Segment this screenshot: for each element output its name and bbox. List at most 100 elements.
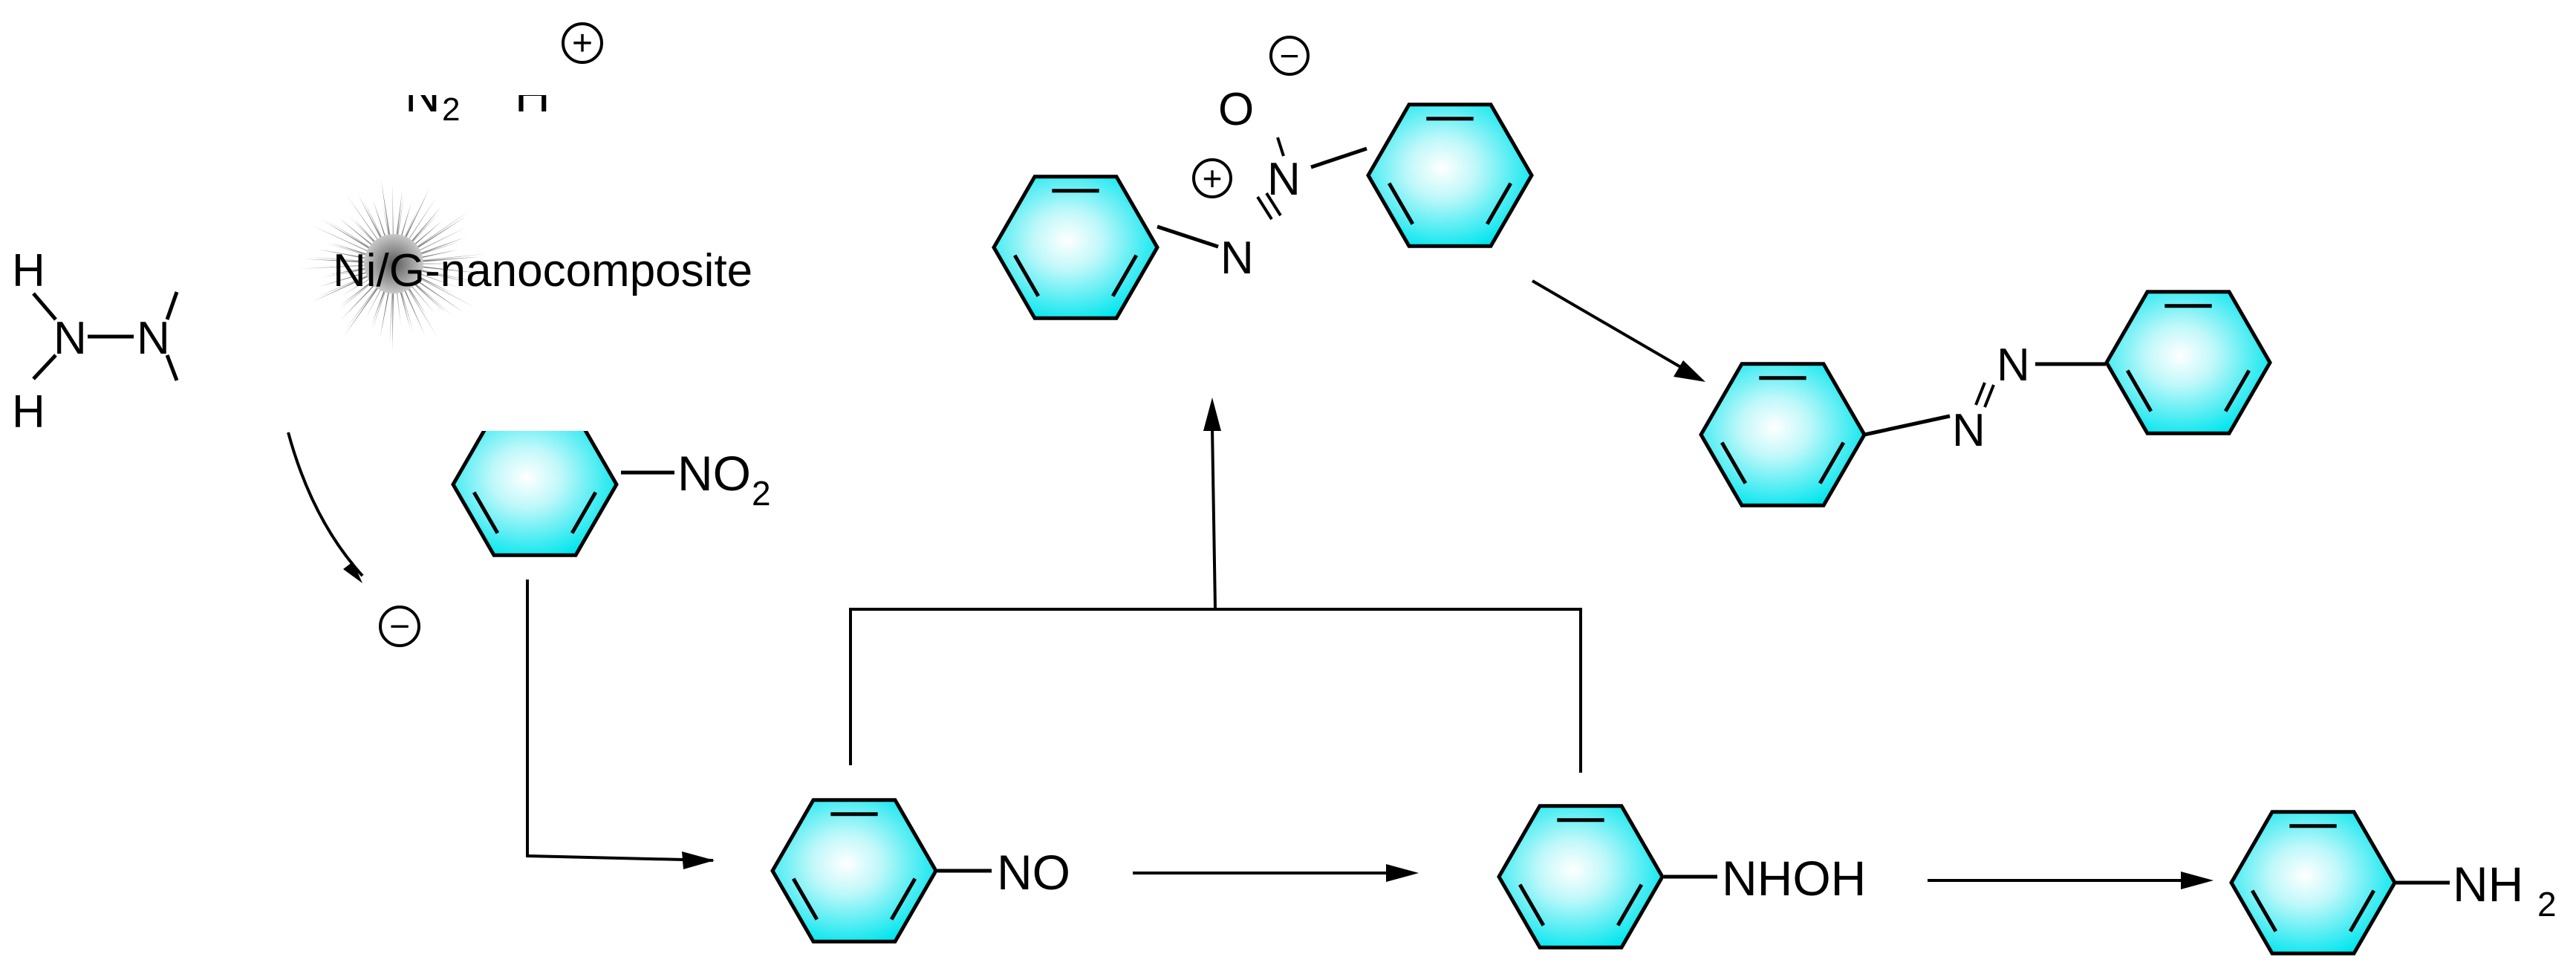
benzene-ring-outline: [451, 431, 619, 557]
hydrazine-n-left: N: [53, 313, 87, 364]
azoxy-to-azo-arrowhead: [1674, 360, 1705, 382]
nitro-group: NO: [677, 446, 751, 501]
nanoparticle-spike: [392, 276, 394, 351]
nanoparticle-spike: [322, 219, 383, 257]
double-bond-line: [2125, 369, 2153, 412]
azoxy-minus-circle: [1269, 36, 1310, 76]
double-bond-line: [1012, 254, 1041, 297]
azo-n1: N: [1952, 405, 1985, 456]
azoxy-n2: N: [1267, 154, 1301, 205]
aniline: [2229, 810, 2397, 955]
double-bond-line: [1518, 883, 1546, 927]
azoxy-plus-circle: [1192, 158, 1232, 198]
nitro-to-nitroso-arrowhead: [682, 851, 715, 869]
azoxy-minus: −: [1280, 36, 1300, 75]
nanoparticle-spike: [345, 194, 388, 253]
nanoparticle-spike: [406, 266, 476, 282]
double-bond-line: [1110, 254, 1139, 297]
benzene-ring-outline: [992, 175, 1159, 320]
nitrobenzene: NO 2: [451, 431, 771, 557]
electron-transfer-arrow: [287, 432, 364, 577]
condensation-arrow: [1211, 426, 1217, 610]
hydroxylamine-group: NHOH: [1722, 851, 1866, 906]
nanoparticle-spike: [403, 271, 464, 313]
hydrazine-h-top: H: [12, 245, 45, 296]
nanoparticle-spike: [316, 268, 383, 297]
benzene-ring-fill: [994, 176, 1157, 319]
nanoparticle-spike: [405, 227, 467, 259]
nanoparticle-spike: [312, 269, 383, 302]
catalyst-label: Ni/G-nanocomposite: [333, 245, 752, 296]
amine-group: NH: [2453, 857, 2523, 912]
plus-charge-circle: [562, 22, 603, 64]
azoxy-to-azo-arrow: [1531, 279, 1685, 370]
benzene-ring-fill: [453, 431, 617, 556]
hydrazine-h-bottom: H: [12, 386, 45, 438]
azo-n2: N: [1997, 340, 2030, 391]
double-bond-line: [2348, 889, 2376, 932]
electron-transfer-arrowhead: [343, 562, 362, 583]
double-bond-line: [472, 491, 500, 534]
double-bond-line: [889, 877, 917, 921]
benzene-ring-outline: [1497, 804, 1665, 950]
nanoparticle-spike: [345, 274, 387, 330]
nitrosobenzene: [770, 798, 938, 944]
nitroso-to-hydroxylamine-arrowhead: [1386, 864, 1419, 882]
benzene-ring-outline: [2229, 810, 2397, 955]
benzene-ring-outline: [1366, 103, 1534, 248]
hydroxylamine-to-aniline-arrowhead: [2181, 872, 2214, 889]
hydrazine-n-right: N: [137, 313, 170, 364]
nanoparticle-spike: [344, 274, 388, 336]
nitro-subscript: 2: [752, 474, 771, 513]
nanoparticle-spike: [299, 264, 381, 269]
nanoparticle-spike: [406, 256, 481, 264]
nitro-to-nitroso-arrow: [526, 580, 714, 862]
electron-charge: −: [389, 607, 410, 646]
nanoparticle-icon: [299, 179, 487, 351]
plus-charge: +: [572, 24, 593, 63]
nanoparticle-spike: [404, 270, 475, 308]
double-bond-line: [1387, 182, 1415, 225]
nanoparticle-spike: [311, 225, 383, 259]
nanoparticle-spike: [403, 215, 466, 257]
nanoparticle-core: [364, 234, 423, 293]
nitroso-group: NO: [997, 845, 1070, 900]
nanoparticle-spike: [310, 256, 381, 264]
double-bond-line: [2223, 369, 2251, 412]
azoxy-n1: N: [1220, 233, 1254, 284]
double-bond-line: [570, 491, 598, 534]
nanoparticle-spike: [399, 275, 438, 337]
azoxybenzene: N N O + −: [992, 36, 1534, 320]
nanoparticle-spike: [392, 184, 394, 251]
nanoparticle-spike: [305, 259, 381, 264]
phenylhydroxylamine: [1497, 804, 1665, 950]
benzene-ring-outline: [1699, 362, 1867, 507]
benzene-ring-fill: [2231, 811, 2395, 954]
double-bond-line: [1720, 441, 1748, 484]
condensation-bracket: [849, 608, 1582, 773]
nitrogen-symbol: N: [405, 67, 440, 122]
double-bond-line: [1616, 883, 1644, 927]
double-bond-line: [791, 877, 819, 921]
proton-symbol: H: [515, 67, 550, 122]
amine-subscript: 2: [2537, 885, 2557, 924]
azobenzene: N N: [1699, 290, 2272, 507]
double-bond-line: [2250, 889, 2278, 932]
benzene-ring-fill: [1368, 104, 1532, 247]
nanoparticle-spike: [406, 265, 484, 274]
nanoparticle-spike: [380, 179, 393, 251]
benzene-ring-fill: [1499, 805, 1662, 948]
benzene-ring-fill: [773, 799, 936, 942]
benzene-ring-fill: [1701, 363, 1864, 506]
nanoparticle-spike: [389, 276, 394, 345]
azoxy-plus: +: [1203, 159, 1223, 198]
benzene-ring-outline: [2104, 290, 2272, 435]
benzene-ring-outline: [770, 798, 938, 944]
condensation-arrowhead: [1203, 397, 1221, 431]
nanoparticle-spike: [403, 210, 470, 256]
double-bond-line: [1485, 182, 1513, 225]
benzene-ring-fill: [2107, 291, 2270, 434]
electron-charge-circle: [379, 606, 420, 647]
